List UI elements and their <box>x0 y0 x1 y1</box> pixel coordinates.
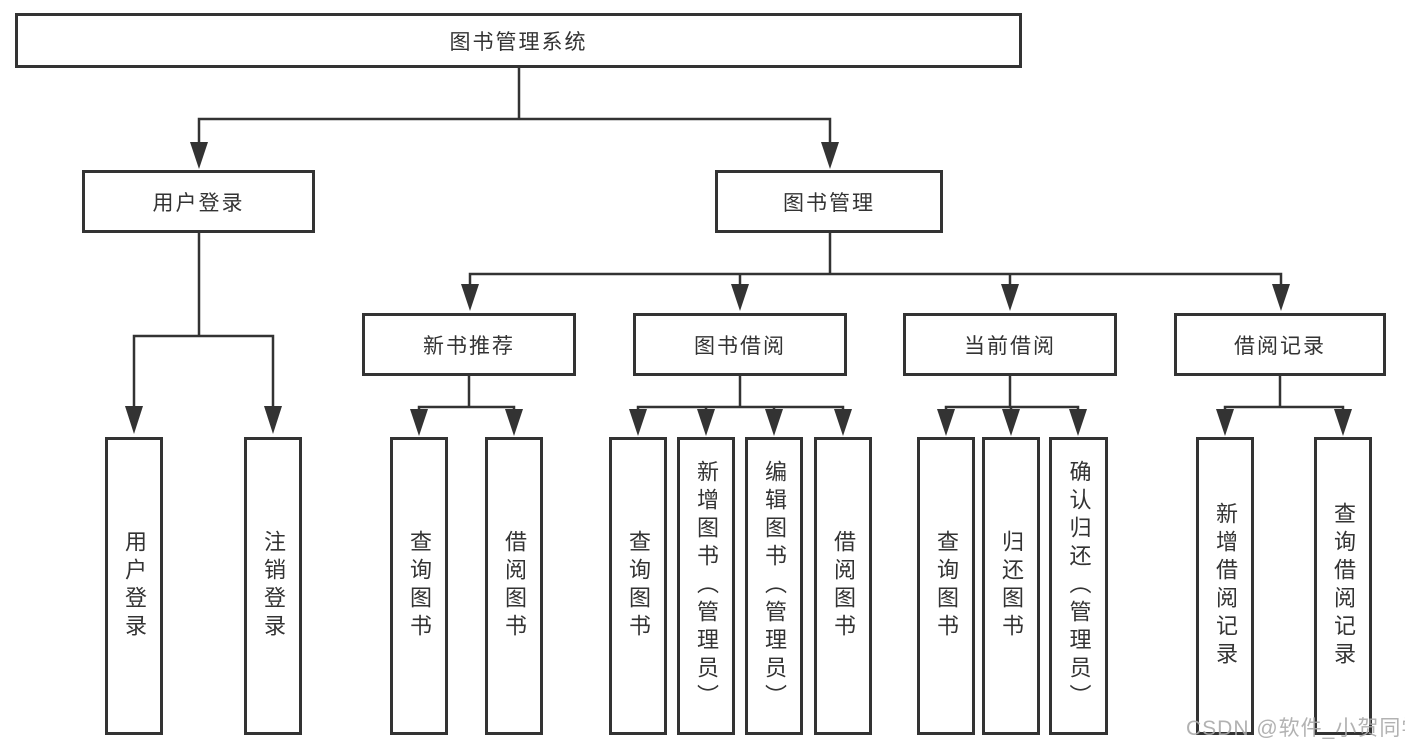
node-label: 图书管理系统 <box>449 30 588 54</box>
leaf-label: 查询图书 <box>934 530 959 642</box>
leaf-borrow-books-1: 借阅图书 <box>485 437 543 735</box>
leaf-return-books: 归还图书 <box>982 437 1040 735</box>
leaf-confirm-return-admin: 确认归还（管理员） <box>1049 437 1108 735</box>
leaf-user-login: 用户登录 <box>105 437 163 735</box>
leaf-label: 用户登录 <box>122 530 147 642</box>
leaf-query-books-1: 查询图书 <box>390 437 448 735</box>
leaf-borrow-books-2: 借阅图书 <box>814 437 872 735</box>
node-label: 用户登录 <box>152 191 245 215</box>
edge-borrow-records-split <box>1223 405 1345 411</box>
node-label: 当前借阅 <box>964 334 1056 358</box>
leaf-query-books-2: 查询图书 <box>609 437 667 735</box>
arrowheads <box>125 142 1352 436</box>
edge-book-borrow-split <box>636 405 845 411</box>
leaf-label: 归还图书 <box>999 530 1024 642</box>
node-new-book-recommend: 新书推荐 <box>362 313 576 376</box>
leaf-label: 新增借阅记录 <box>1213 502 1238 670</box>
node-current-borrow: 当前借阅 <box>903 313 1117 376</box>
leaf-label: 注销登录 <box>261 530 286 642</box>
edge-book-mgmt-split <box>468 272 1283 286</box>
leaf-add-book-admin: 新增图书（管理员） <box>677 437 735 735</box>
edge-user-login-split <box>132 334 275 408</box>
node-book-management: 图书管理 <box>715 170 943 233</box>
leaf-label: 编辑图书（管理员） <box>762 460 787 712</box>
leaf-label: 查询图书 <box>407 530 432 642</box>
csdn-watermark: CSDN @软件_小贺同学 <box>1186 717 1405 740</box>
edge-root-split <box>197 117 832 144</box>
leaf-label: 查询借阅记录 <box>1331 502 1356 670</box>
node-library-management-system: 图书管理系统 <box>15 13 1022 68</box>
leaf-logout: 注销登录 <box>244 437 302 735</box>
leaf-label: 查询图书 <box>626 530 651 642</box>
edge-new-book-split <box>417 405 516 411</box>
leaf-query-books-3: 查询图书 <box>917 437 975 735</box>
node-label: 新书推荐 <box>423 334 515 358</box>
node-label: 图书借阅 <box>694 334 786 358</box>
leaf-query-borrow-record: 查询借阅记录 <box>1314 437 1372 735</box>
leaf-label: 确认归还（管理员） <box>1066 460 1092 712</box>
node-label: 借阅记录 <box>1234 334 1326 358</box>
leaf-add-borrow-record: 新增借阅记录 <box>1196 437 1254 735</box>
node-user-login: 用户登录 <box>82 170 315 233</box>
leaf-label: 借阅图书 <box>502 530 527 642</box>
node-book-borrow: 图书借阅 <box>633 313 847 376</box>
leaf-label: 新增图书（管理员） <box>694 460 719 712</box>
leaf-label: 借阅图书 <box>831 530 856 642</box>
leaf-edit-book-admin: 编辑图书（管理员） <box>745 437 803 735</box>
node-label: 图书管理 <box>783 191 875 215</box>
node-borrow-records: 借阅记录 <box>1174 313 1386 376</box>
